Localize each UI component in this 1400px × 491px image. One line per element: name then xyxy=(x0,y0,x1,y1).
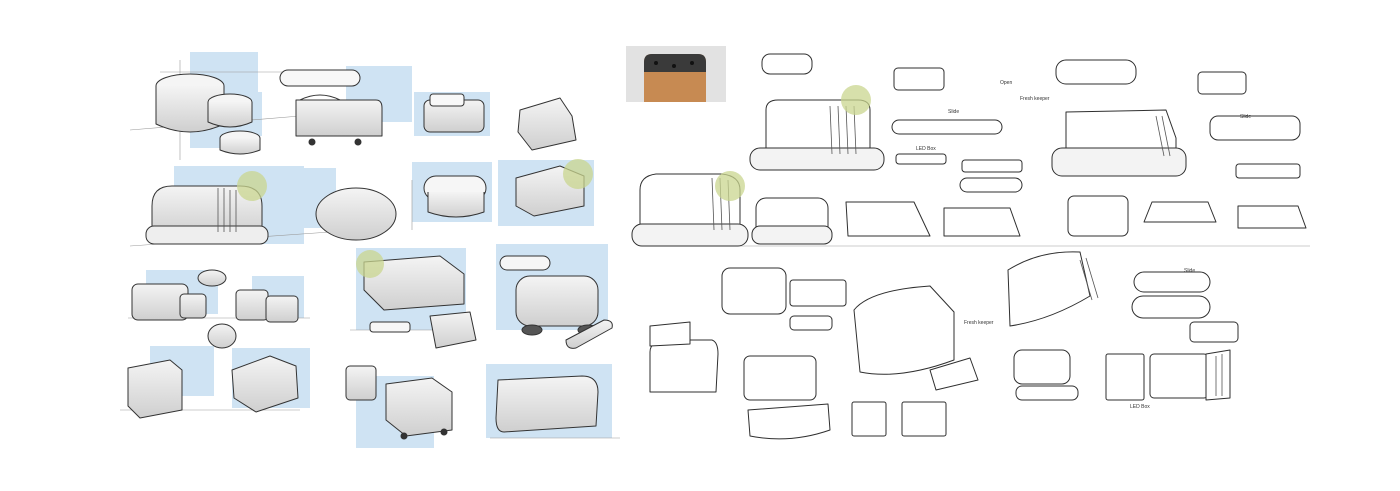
note-fresh-keeper-1: Fresh keeper xyxy=(1020,96,1050,102)
product-sketches-right xyxy=(632,54,1306,439)
note-slide-1: Slide xyxy=(948,109,960,115)
hatch-shadows xyxy=(218,106,1222,396)
note-fresh-keeper-2: Fresh keeper xyxy=(964,320,994,326)
reference-photo xyxy=(626,46,726,102)
green-accent-circles xyxy=(237,85,871,278)
note-slide-2: Slide xyxy=(1240,114,1252,120)
note-slide-3: Slide xyxy=(1184,268,1196,274)
note-led-strip: LED Box xyxy=(1130,404,1150,410)
product-sketches-left xyxy=(128,70,612,439)
note-led-box: LED Box xyxy=(916,146,936,152)
note-open: Open xyxy=(1000,80,1013,86)
